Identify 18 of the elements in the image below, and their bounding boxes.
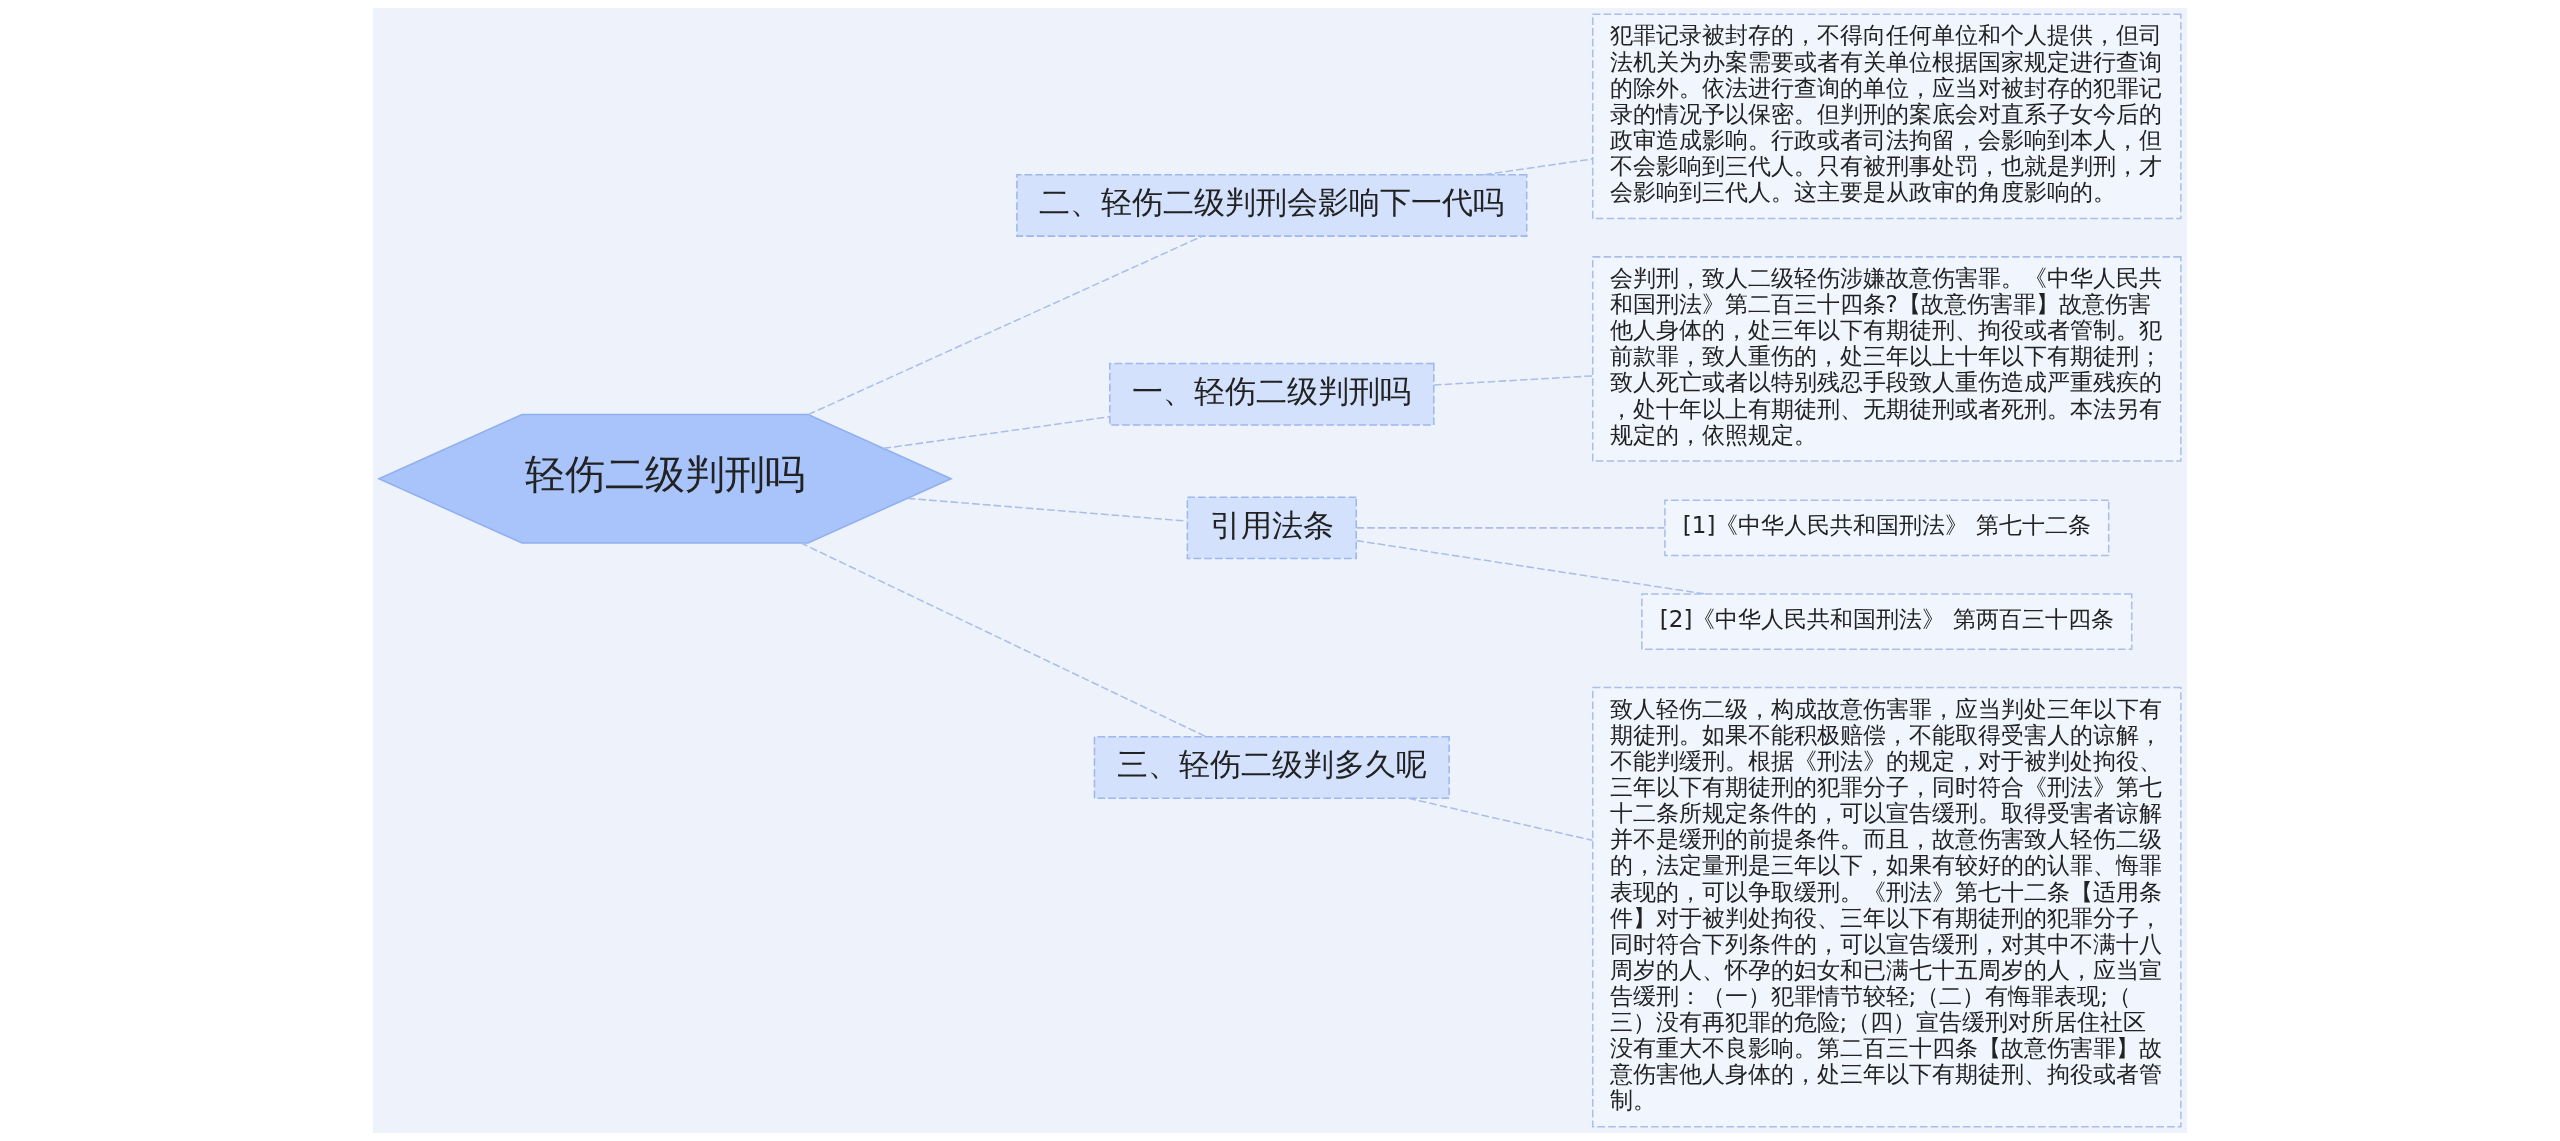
connector (907, 497, 1188, 522)
node-box: 会判刑，致人二级轻伤涉嫌故意伤害罪。《中华人民共和国刑法》第二百三十四条?【故意伤害罪】故意伤害他人身体的，处三年以下有期徒刑、拘役或者管制。犯前款罪，致人重伤的，处三年以上十年以下有期徒刑；致人死亡或者以特别残忍手段致人重伤造成严重残疾的，处十年以上有期徒刑、无期徒刑或者死刑。本法另有规定的，依照规定。 (1591, 256, 2182, 462)
connector (882, 416, 1111, 450)
connector (1483, 158, 1594, 176)
connector (1355, 527, 1666, 529)
node-box: 犯罪记录被封存的，不得向任何单位和个人提供，但司法机关为办案需要或者有关单位根据国家规定进行查询的除外。依法进行查询的单位，应当对被封存的犯罪记录的情况予以保密。但判刑的案底会对直系子女今后的政审造成影响。行政或者司法拘留，会影响到本人，但不会影响到三代人。只有被刑事处罚，也就是判刑，才会影响到三代人。这主要是从政审的角度影响的。 (1591, 13, 2182, 220)
node-box: 三、轻伤二级判多久呢 (1093, 735, 1450, 799)
connector (799, 542, 1207, 738)
connector (807, 235, 1203, 416)
node-box: 引用法条 (1186, 496, 1358, 560)
connector (1433, 375, 1594, 386)
connector (1355, 539, 1705, 595)
node-box: 一、轻伤二级判刑吗 (1109, 362, 1435, 426)
connector (1407, 797, 1594, 842)
node-box: [1]《中华人民共和国刑法》 第七十二条 (1664, 499, 2110, 557)
node-box: 致人轻伤二级，构成故意伤害罪，应当判处三年以下有期徒刑。如果不能积极赔偿，不能取得受害人的谅解，不能判缓刑。根据《刑法》的规定，对于被判处拘役、三年以下有期徒刑的犯罪分子，同时符合《刑法》第七十二条所规定条件的，可以宣告缓刑。取得受害者谅解并不是缓刑的前提条件。而且，故意伤害致人轻伤二级的，法定量刑是三年以下，如果有较好的的认罪、悔罪表现的，可以争取缓刑。《刑法》第七十二条【适用条件】对于被判处拘役、三年以下有期徒刑的犯罪分子，同时符合下列条件的，可以宣告缓刑，对其中不满十八周岁的人、怀孕的妇女和已满七十五周岁的人，应当宣告缓刑：（一）犯罪情节较轻;（二）有悔罪表现;（三）没有再犯罪的危险;（四）宣告缓刑对所居住社区没有重大不良影响。第二百三十四条【故意伤害罪】故意伤害他人身体的，处三年以下有期徒刑、拘役或者管制。 (1591, 686, 2182, 1128)
node-box: [2]《中华人民共和国刑法》 第两百三十四条 (1641, 593, 2133, 650)
node-box: 二、轻伤二级判刑会影响下一代吗 (1016, 173, 1528, 237)
